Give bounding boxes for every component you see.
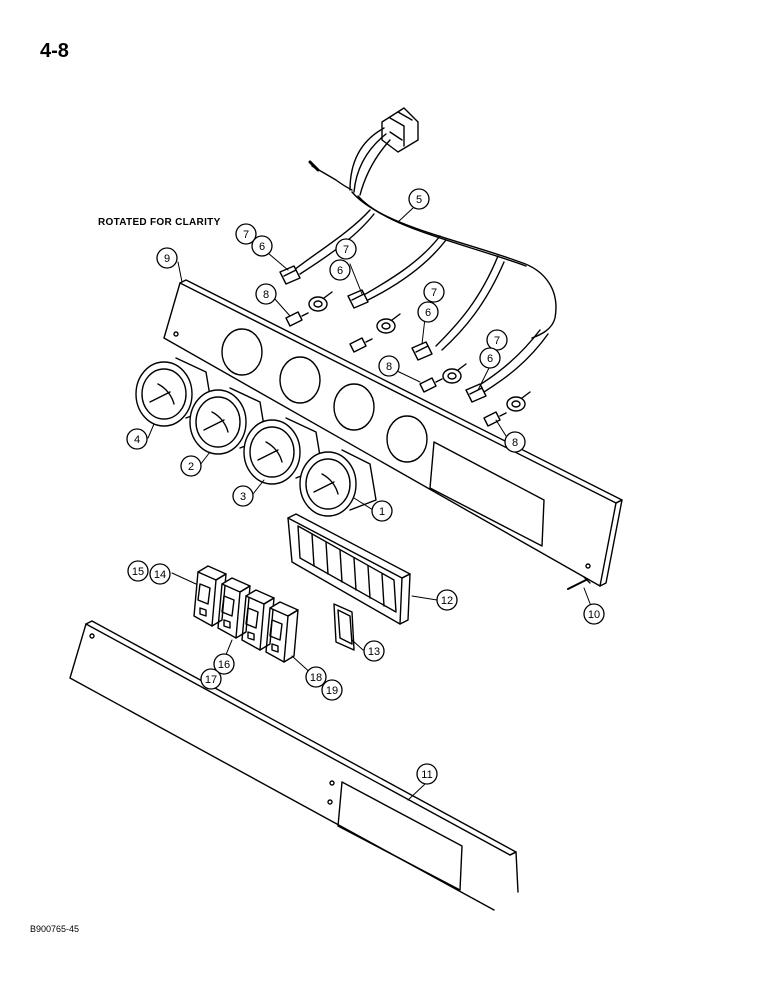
callout-19: 19 — [321, 679, 343, 701]
svg-text:2: 2 — [188, 461, 194, 473]
svg-text:7: 7 — [243, 229, 249, 241]
svg-text:3: 3 — [240, 491, 246, 503]
callout-8: 8 — [504, 431, 526, 453]
callout-6: 6 — [329, 259, 351, 281]
callout-4: 4 — [126, 428, 148, 450]
socket-a — [279, 265, 301, 285]
socket-g — [465, 383, 487, 403]
callout-7: 7 — [423, 281, 445, 303]
svg-text:6: 6 — [487, 353, 493, 365]
callout-6: 6 — [479, 347, 501, 369]
wire-harness — [293, 107, 557, 393]
svg-text:12: 12 — [441, 595, 453, 607]
harness-connector — [381, 107, 419, 153]
svg-text:11: 11 — [421, 769, 432, 781]
callout-8: 8 — [378, 355, 400, 377]
svg-text:9: 9 — [164, 253, 170, 265]
callout-7: 7 — [335, 238, 357, 260]
callout-1: 1 — [371, 500, 393, 522]
svg-text:4: 4 — [134, 434, 140, 446]
svg-text:6: 6 — [425, 307, 431, 319]
svg-text:7: 7 — [431, 287, 437, 299]
switch-3 — [241, 589, 275, 651]
callout-6: 6 — [251, 235, 273, 257]
svg-text:6: 6 — [337, 265, 343, 277]
lamp-1 — [285, 311, 309, 327]
callout-13: 13 — [363, 640, 385, 662]
rocker-switches — [193, 565, 299, 663]
svg-text:16: 16 — [218, 659, 230, 671]
lamp-2 — [349, 337, 373, 353]
svg-text:5: 5 — [416, 194, 422, 206]
svg-text:10: 10 — [588, 609, 600, 621]
callout-9: 9 — [156, 247, 178, 269]
callout-7: 7 — [235, 223, 257, 245]
socket-c — [347, 289, 369, 309]
socket-b — [308, 291, 333, 312]
svg-text:17: 17 — [205, 674, 217, 686]
page-number: 4-8 — [40, 40, 69, 62]
svg-text:8: 8 — [512, 437, 518, 449]
callout-7: 7 — [486, 329, 508, 351]
callout-11: 11 — [416, 763, 438, 785]
callout-10: 10 — [583, 603, 605, 625]
svg-text:13: 13 — [368, 646, 380, 658]
svg-text:19: 19 — [326, 685, 338, 697]
gauges — [135, 357, 377, 517]
callout-6: 6 — [417, 301, 439, 323]
svg-text:6: 6 — [259, 241, 265, 253]
svg-text:7: 7 — [494, 335, 500, 347]
instrument-panel-window — [429, 441, 545, 547]
lower-panel — [69, 620, 519, 911]
callouts: 5 7 6 7 6 8 7 6 7 6 8 8 9 4 2 3 1 12 10 … — [126, 188, 605, 785]
lamp-3 — [419, 377, 443, 393]
callout-15: 15 — [127, 560, 149, 582]
svg-text:8: 8 — [263, 289, 269, 301]
socket-e — [411, 341, 433, 361]
bulb-sockets — [279, 265, 531, 427]
svg-text:8: 8 — [386, 361, 392, 373]
lens — [333, 603, 355, 651]
lamp-4 — [483, 411, 507, 427]
callout-16: 16 — [213, 653, 235, 675]
callout-8: 8 — [255, 283, 277, 305]
screw — [567, 576, 591, 590]
indicator-module — [287, 513, 411, 625]
callout-12: 12 — [436, 589, 458, 611]
svg-text:18: 18 — [310, 672, 322, 684]
switch-4 — [265, 601, 299, 663]
socket-f — [442, 363, 467, 384]
callout-14: 14 — [149, 563, 171, 585]
svg-text:1: 1 — [379, 506, 385, 518]
rotated-for-clarity-note: ROTATED FOR CLARITY — [98, 217, 221, 228]
svg-text:7: 7 — [343, 244, 349, 256]
callout-18: 18 — [305, 666, 327, 688]
gauge-1 — [299, 449, 377, 517]
callout-2: 2 — [180, 455, 202, 477]
svg-text:15: 15 — [132, 566, 144, 578]
callout-17: 17 — [200, 668, 222, 690]
svg-text:14: 14 — [154, 569, 166, 581]
socket-h — [506, 391, 531, 412]
lower-panel-window — [337, 781, 463, 891]
socket-d — [376, 313, 401, 334]
callout-5: 5 — [408, 188, 430, 210]
callout-3: 3 — [232, 485, 254, 507]
figure-code: B900765-45 — [30, 924, 80, 934]
